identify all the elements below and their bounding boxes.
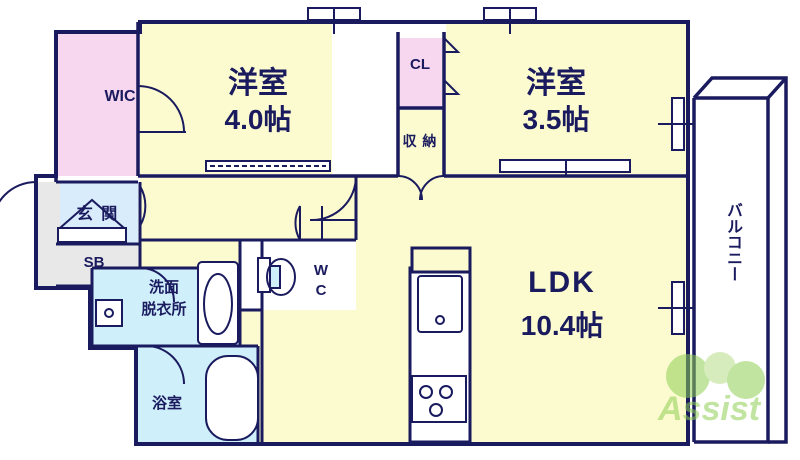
bedroom2-fill <box>446 22 686 174</box>
room-label-wic: WIC <box>104 88 136 105</box>
room-label-ldk: LDK <box>528 266 596 299</box>
room-label-genkan: 玄 関 <box>76 206 120 223</box>
room-area-bedroom1: 4.0帖 <box>224 104 292 135</box>
room-label-sb: SB <box>83 254 105 271</box>
room-label-washroom-2: 脱衣所 <box>141 301 187 318</box>
room-label-bathroom: 浴室 <box>151 395 182 412</box>
room-area-ldk: 10.4帖 <box>520 310 604 341</box>
room-label-bedroom2: 洋室 <box>526 67 586 100</box>
room-area-bedroom2: 3.5帖 <box>522 104 590 135</box>
room-label-bedroom1: 洋室 <box>228 67 288 100</box>
bedroom1-fill <box>140 22 332 174</box>
room-label-wc-w: W <box>313 262 329 279</box>
room-label-washroom-1: 洗面 <box>148 279 179 296</box>
cl-fill <box>400 38 442 108</box>
room-label-closet: 収 納 <box>402 133 438 149</box>
closet-fill <box>398 110 444 176</box>
room-label-balcony: バルコニー <box>724 202 741 282</box>
room-label-wc-c: C <box>315 282 327 299</box>
entry-gray <box>36 182 60 286</box>
room-label-cl: CL <box>410 56 430 73</box>
wic-fill <box>58 34 138 176</box>
